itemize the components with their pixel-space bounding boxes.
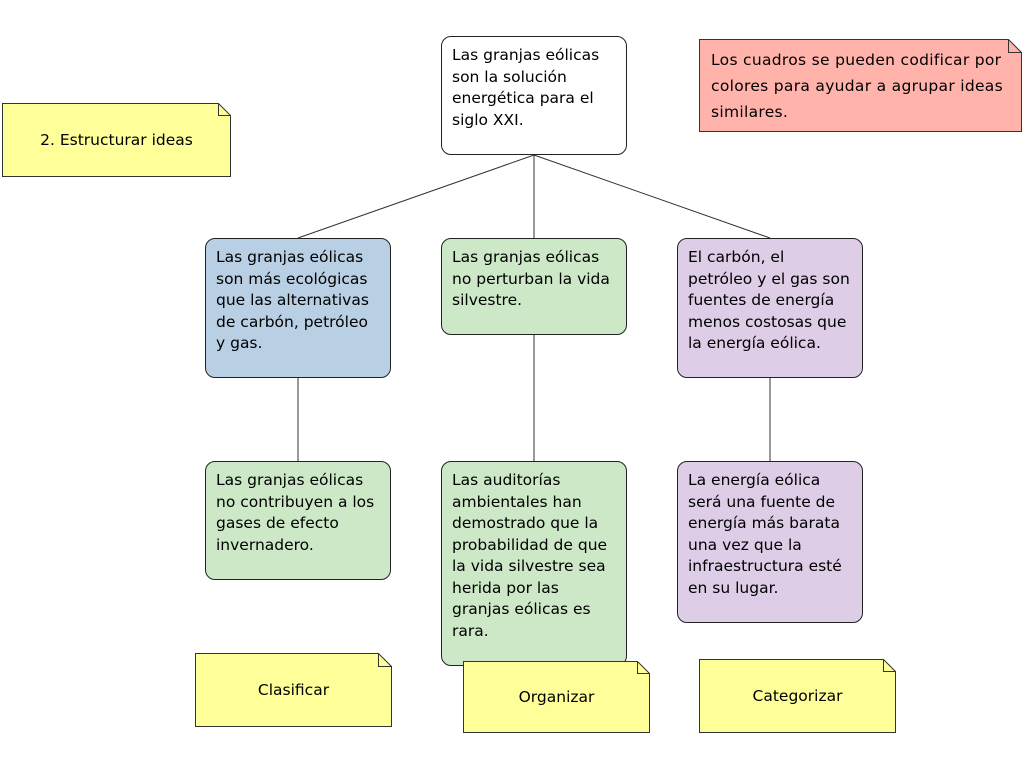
note-clasificar-shape [195, 653, 392, 727]
note-clasificar[interactable]: Clasificar [195, 653, 392, 727]
branch-box-costos[interactable]: El carbón, el petróleo y el gas son fuen… [677, 238, 863, 378]
branch-text-vida-silvestre: Las granjas eólicas no perturban la vida… [452, 248, 610, 309]
note-tip-text: Los cuadros se pueden codificar por colo… [711, 50, 1003, 121]
child-text-ecologicas: Las granjas eólicas no contribuyen a los… [216, 471, 375, 554]
root-box[interactable]: Las granjas eólicas son la solución ener… [441, 36, 627, 155]
note-categorizar-text: Categorizar [752, 687, 843, 705]
child-text-vida-silvestre: Las auditorías ambientales han demostrad… [452, 471, 608, 640]
note-tip-shape [699, 39, 1022, 132]
note-clasificar-text: Clasificar [257, 681, 330, 699]
root-text: Las granjas eólicas son la solución ener… [452, 46, 600, 129]
branch-text-costos: El carbón, el petróleo y el gas son fuen… [688, 248, 850, 352]
note-title-text: 2. Estructurar ideas [40, 131, 193, 149]
child-box-vida-silvestre[interactable]: Las auditorías ambientales han demostrad… [441, 461, 627, 666]
note-organizar[interactable]: Organizar [463, 661, 650, 733]
child-box-costos[interactable]: La energía eólica será una fuente de ene… [677, 461, 863, 623]
branch-box-vida-silvestre[interactable]: Las granjas eólicas no perturban la vida… [441, 238, 627, 335]
branch-box-ecologicas[interactable]: Las granjas eólicas son más ecológicas q… [205, 238, 391, 378]
note-title[interactable]: 2. Estructurar ideas [2, 103, 231, 177]
child-text-costos: La energía eólica será una fuente de ene… [688, 471, 842, 597]
child-box-ecologicas[interactable]: Las granjas eólicas no contribuyen a los… [205, 461, 391, 580]
branch-text-ecologicas: Las granjas eólicas son más ecológicas q… [216, 248, 369, 352]
note-categorizar-shape [699, 659, 896, 733]
note-title-shape [2, 103, 231, 177]
note-categorizar[interactable]: Categorizar [699, 659, 896, 733]
note-tip[interactable]: Los cuadros se pueden codificar por colo… [699, 39, 1022, 132]
connector-root-to-costos [533, 154, 771, 239]
note-organizar-shape [463, 661, 650, 733]
connector-root-to-ecologicas [297, 154, 535, 239]
note-organizar-text: Organizar [518, 688, 595, 706]
